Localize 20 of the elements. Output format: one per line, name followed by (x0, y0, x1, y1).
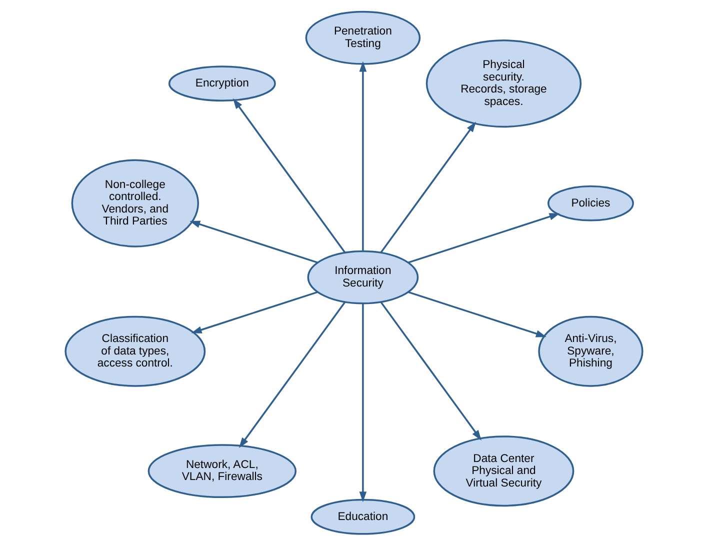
arrow (232, 98, 346, 254)
node-ellipse: Network, ACL, VLAN, Firewalls (148, 444, 297, 498)
arrow (408, 213, 560, 264)
node-ellipse: Encryption (168, 66, 276, 102)
arrow (190, 220, 318, 264)
arrow (380, 122, 476, 254)
node-ellipse: Education (310, 498, 416, 535)
node-ellipse: Anti-Virus, Spyware, Phishing (538, 316, 644, 387)
arrow (359, 61, 367, 252)
node-ellipse: Penetration Testing (305, 10, 421, 65)
node-ellipse: Information Security (307, 250, 419, 304)
arrow (408, 291, 546, 338)
node-ellipse: Non-college controlled. Vendors, and Third Parties (71, 159, 200, 248)
node-ellipse: Classification of data types, access control. (64, 316, 206, 387)
arrow (380, 301, 482, 440)
arrow (238, 301, 346, 448)
node-ellipse: Data Center Physical and Virtual Security (433, 436, 574, 507)
arrow (191, 291, 318, 334)
arrow (359, 303, 367, 502)
node-ellipse: Physical security. Records, storage spaces. (426, 40, 582, 128)
